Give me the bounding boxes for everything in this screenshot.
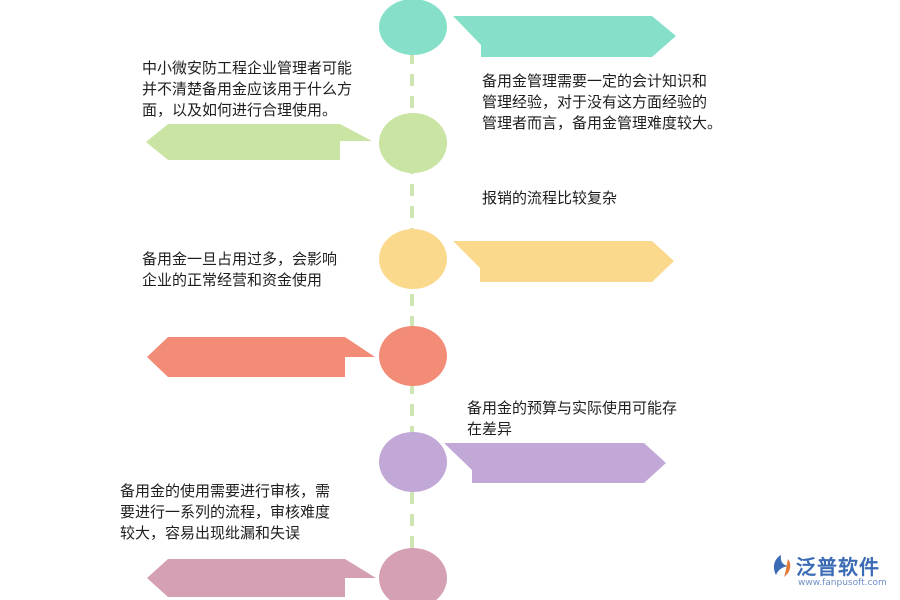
- circle-yellow: [379, 229, 447, 289]
- item-text-audit: 备用金的使用需要进行审核，需 要进行一系列的流程，审核难度 较大，容易出现纰漏和…: [120, 482, 331, 542]
- circle-purple: [379, 432, 447, 492]
- circle-pink: [379, 548, 447, 600]
- arrow-left-green: [146, 124, 372, 160]
- circle-green: [379, 113, 447, 173]
- arrow-right-purple: [444, 443, 666, 483]
- item-text-reimbursement: 报销的流程比较复杂: [482, 189, 618, 207]
- arrow-left-salmon: [147, 337, 375, 377]
- arrow-right-yellow: [453, 241, 674, 282]
- logo-url: www.fanpusoft.com: [798, 578, 887, 588]
- item-text-accounting-knowledge: 备用金管理需要一定的会计知识和 管理经验，对于没有这方面经验的 管理者而言，备用…: [482, 72, 723, 132]
- item-text-occupation: 备用金一旦占用过多，会影响 企业的正常经营和资金使用: [142, 250, 338, 289]
- logo-name: 泛普软件: [796, 555, 880, 579]
- item-text-budget-gap: 备用金的预算与实际使用可能存 在差异: [467, 399, 678, 438]
- item-text-usage-unclear: 中小微安防工程企业管理者可能 并不清楚备用金应该用于什么方 面，以及如何进行合理…: [142, 59, 353, 119]
- brand-logo: 泛普软件 www.fanpusoft.com: [768, 551, 894, 597]
- fanpu-logo-icon: [773, 555, 791, 577]
- arrow-right-teal: [453, 16, 676, 57]
- arrow-left-pink: [147, 559, 376, 597]
- circle-salmon: [379, 326, 447, 386]
- circle-teal: [379, 0, 447, 55]
